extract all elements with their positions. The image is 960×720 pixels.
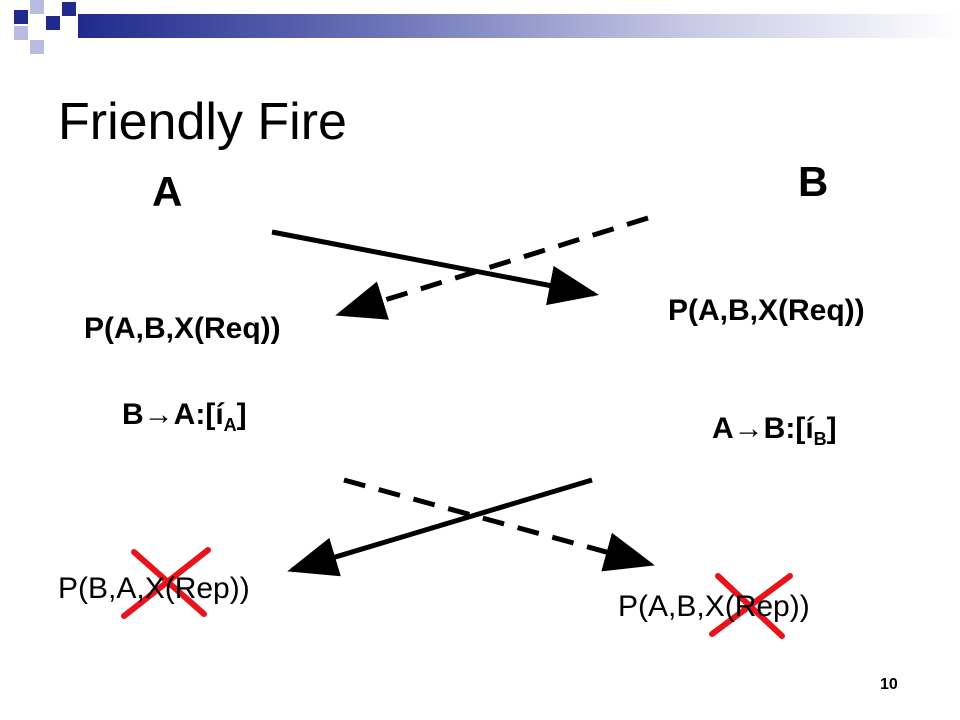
- label-a-to-b-sub: B: [813, 429, 827, 449]
- label-b-to-a-interface: B→A:[íA]: [122, 398, 247, 436]
- label-a-request: P(A,B,X(Req)): [84, 312, 281, 345]
- label-b-to-a-suffix: ]: [236, 398, 247, 431]
- cross-mark-right: [709, 573, 793, 639]
- arrow-a-to-b-request: [271, 229, 599, 306]
- label-b-to-a-mid: A:[í: [173, 398, 224, 431]
- header-gradient-bar: [78, 14, 960, 38]
- label-a-to-b-suffix: ]: [826, 412, 837, 445]
- decor-square-light-2: [14, 26, 28, 40]
- label-b-reply: P(A,B,X(Rep)): [618, 590, 810, 623]
- label-a-to-b-interface: A→B:[íB]: [712, 412, 837, 450]
- label-a-reply: P(B,A,X(Rep)): [58, 572, 250, 605]
- right-arrow-icon: →: [143, 398, 174, 431]
- decor-square-dark-2: [46, 16, 60, 30]
- right-arrow-icon: →: [733, 412, 764, 445]
- arrow-b-to-a-reply: [287, 477, 593, 577]
- label-b-to-a-prefix: B: [122, 398, 144, 431]
- arrow-b-to-a-request-dashed: [335, 215, 649, 320]
- arrow-a-to-b-reply-dashed: [343, 477, 655, 572]
- decor-square-dark-3: [62, 2, 76, 16]
- node-b-label: B: [798, 158, 829, 205]
- label-b-to-a-sub: A: [223, 415, 237, 435]
- decor-square-light-3: [30, 40, 44, 54]
- node-a-label: A: [152, 168, 183, 215]
- label-a-to-b-prefix: A: [712, 412, 734, 445]
- page-number: 10: [880, 676, 898, 693]
- label-b-request: P(A,B,X(Req)): [668, 294, 865, 327]
- slide-title: Friendly Fire: [58, 93, 347, 151]
- decor-square-light-1: [30, 0, 44, 14]
- decor-square-dark-1: [14, 10, 28, 24]
- cross-mark-left: [121, 547, 211, 619]
- label-a-to-b-mid: B:[í: [763, 412, 814, 445]
